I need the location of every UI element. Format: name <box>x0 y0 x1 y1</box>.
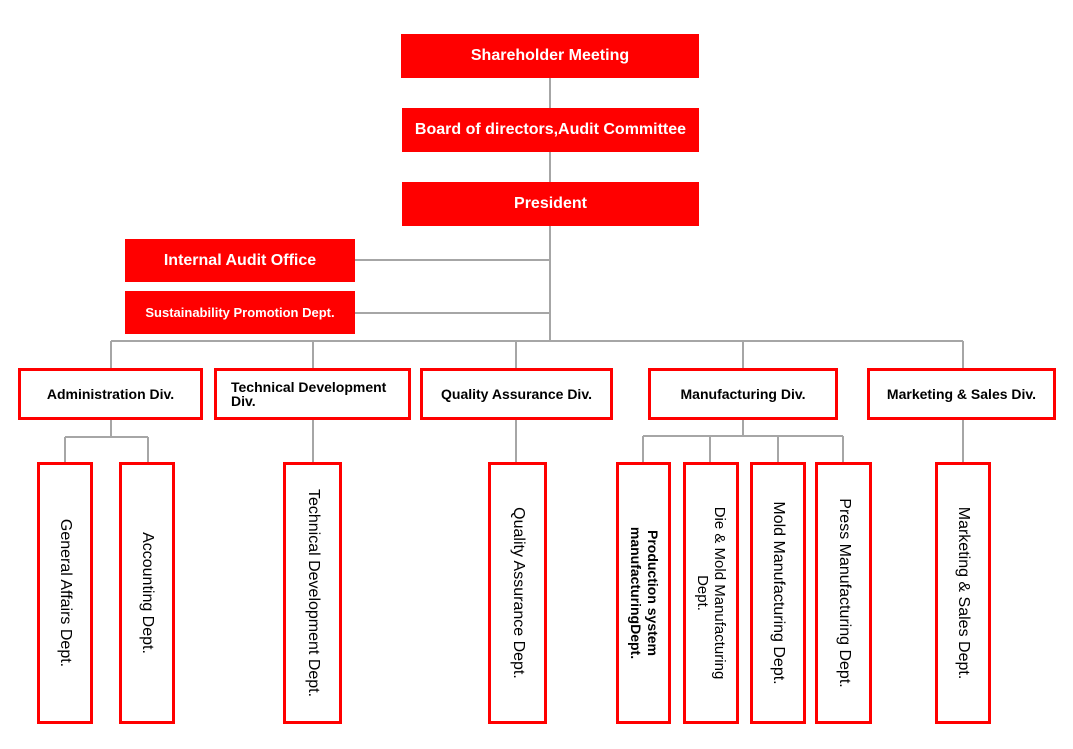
sustainability-promotion-label: Sustainability Promotion Dept. <box>145 305 335 320</box>
technical-development-division-box: Technical Development Div. <box>214 368 411 420</box>
technical-development-dept-box: Technical Development Dept. <box>283 462 342 724</box>
general-affairs-dept-label: General Affairs Dept. <box>57 518 74 668</box>
administration-division-box: Administration Div. <box>18 368 203 420</box>
marketing-sales-dept-label: Marketing & Sales Dept. <box>955 506 972 680</box>
manufacturing-division-label: Manufacturing Div. <box>680 386 806 402</box>
die-mold-manufacturing-dept-box: Die & Mold Manufacturing Dept. <box>683 462 739 724</box>
president-label: President <box>514 195 587 212</box>
accounting-dept-box: Accounting Dept. <box>119 462 175 724</box>
manufacturing-division-box: Manufacturing Div. <box>648 368 838 420</box>
board-of-directors-box: Board of directors,Audit Committee <box>402 108 699 152</box>
board-of-directors-label: Board of directors,Audit Committee <box>414 121 687 138</box>
accounting-dept-label: Accounting Dept. <box>139 532 156 654</box>
press-manufacturing-dept-label: Press Manufacturing Dept. <box>835 498 853 688</box>
internal-audit-office-label: Internal Audit Office <box>163 251 317 269</box>
president-box: President <box>402 182 699 226</box>
quality-assurance-dept-box: Quality Assurance Dept. <box>488 462 547 724</box>
technical-development-division-label: Technical Development Div. <box>231 379 387 409</box>
shareholder-meeting-box: Shareholder Meeting <box>401 34 699 78</box>
quality-assurance-dept-label: Quality Assurance Dept. <box>509 507 527 679</box>
administration-division-label: Administration Div. <box>46 386 175 402</box>
sustainability-promotion-box: Sustainability Promotion Dept. <box>125 291 355 334</box>
quality-assurance-division-box: Quality Assurance Div. <box>420 368 613 420</box>
general-affairs-dept-box: General Affairs Dept. <box>37 462 93 724</box>
die-mold-manufacturing-dept-label: Die & Mold Manufacturing Dept. <box>694 506 728 680</box>
marketing-sales-dept-box: Marketing & Sales Dept. <box>935 462 991 724</box>
quality-assurance-division-label: Quality Assurance Div. <box>441 386 592 402</box>
production-system-dept-box: Production system manufacturingDept. <box>616 462 671 724</box>
marketing-sales-division-label: Marketing & Sales Div. <box>886 386 1037 402</box>
technical-development-dept-label: Technical Development Dept. <box>304 488 322 698</box>
press-manufacturing-dept-box: Press Manufacturing Dept. <box>815 462 872 724</box>
internal-audit-office-box: Internal Audit Office <box>125 239 355 282</box>
marketing-sales-division-box: Marketing & Sales Div. <box>867 368 1056 420</box>
mold-manufacturing-dept-box: Mold Manufacturing Dept. <box>750 462 806 724</box>
production-system-dept-label: Production system manufacturingDept. <box>627 526 661 660</box>
shareholder-meeting-label: Shareholder Meeting <box>470 47 630 64</box>
mold-manufacturing-dept-label: Mold Manufacturing Dept. <box>770 501 787 685</box>
